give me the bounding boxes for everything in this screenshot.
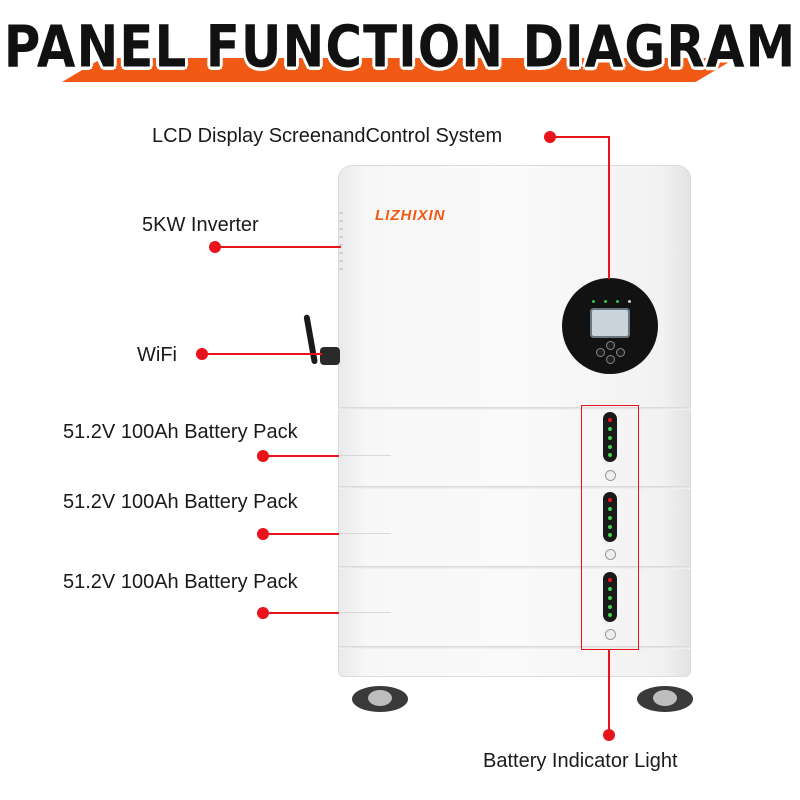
page-title: PANEL FUNCTION DIAGRAM [3,13,797,81]
callout-label-wifi: WiFi [137,344,177,366]
callout-line [263,533,339,535]
lcd-down-button [606,355,615,364]
vent-slot [339,268,343,270]
energy-storage-cabinet [338,165,691,677]
vent-slot [339,228,343,230]
vent-slot [339,252,343,254]
status-led [592,300,595,303]
battery-power-button [605,549,616,560]
lcd-left-button [596,348,605,357]
wifi-antenna-base [320,347,340,365]
battery-indicator-strip [603,572,617,622]
vent-slot [339,212,343,214]
callout-line [263,612,339,614]
vent-slot [339,236,343,238]
caster-wheel [352,686,408,712]
callout-line [608,136,610,279]
battery-power-button [605,470,616,481]
callout-dot [603,729,615,741]
lcd-right-button [616,348,625,357]
battery-indicator-strip [603,492,617,542]
module-seam [338,646,691,649]
indicator-highlight-box [581,405,639,650]
lcd-screen [590,308,630,338]
vent-slot [339,260,343,262]
wifi-antenna [303,314,318,365]
battery-power-button [605,629,616,640]
callout-line [263,455,339,457]
callout-line [339,455,391,456]
callout-line [550,136,610,138]
brand-logo: LIZHIXIN [375,207,446,224]
vent-slot [339,220,343,222]
caster-wheel [637,686,693,712]
status-led [616,300,619,303]
callout-label-battery-pack: 51.2V 100Ah Battery Pack [63,421,298,443]
title-banner: PANEL FUNCTION DIAGRAM [0,0,800,100]
module-seam [338,566,691,569]
vent-slot [339,244,343,246]
callout-line [339,612,391,613]
module-seam [338,486,691,489]
lcd-up-button [606,341,615,350]
battery-indicator-strip [603,412,617,462]
callout-line [339,533,391,534]
callout-label-inverter: 5KW Inverter [142,214,259,236]
status-led [628,300,631,303]
callout-label-indicator-light: Battery Indicator Light [483,750,678,772]
status-led [604,300,607,303]
callout-label-lcd: LCD Display ScreenandControl System [152,125,503,147]
callout-label-battery-pack: 51.2V 100Ah Battery Pack [63,491,298,513]
title-underline-bar [62,58,736,82]
callout-label-battery-pack: 51.2V 100Ah Battery Pack [63,571,298,593]
lcd-control-panel [562,278,658,374]
callout-line [608,649,610,731]
module-seam [338,407,691,410]
callout-line [215,246,341,248]
callout-line [202,353,322,355]
